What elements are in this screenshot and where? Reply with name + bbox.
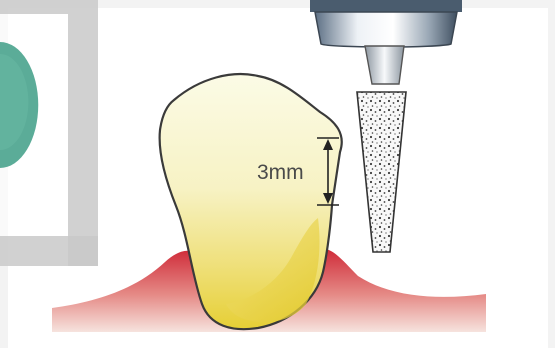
handpiece-head	[310, 0, 462, 12]
handpiece-collar	[315, 12, 457, 47]
measurement-label: 3mm	[257, 161, 304, 184]
bur-shank	[365, 46, 404, 84]
